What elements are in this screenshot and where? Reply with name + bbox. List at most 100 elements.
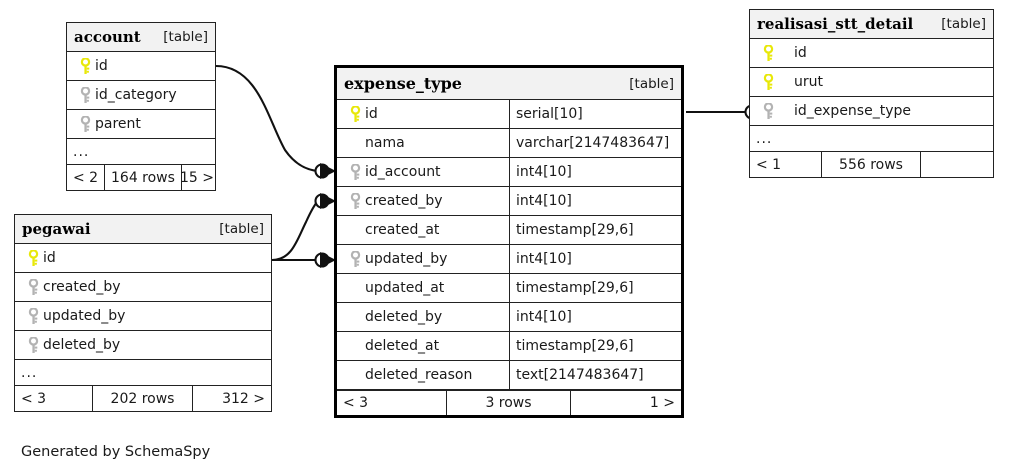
column-name: nama <box>365 135 405 151</box>
column-name: created_by <box>365 193 443 209</box>
column-row[interactable]: created_by <box>15 273 271 302</box>
column-name: deleted_by <box>43 337 121 353</box>
column-name-cell: id <box>750 39 993 67</box>
column-name-cell: deleted_reason <box>337 361 509 389</box>
column-name-cell: nama <box>337 129 509 157</box>
table-expense-type-header: expense_type [table] <box>337 68 681 100</box>
column-name: id <box>43 250 56 266</box>
column-type-cell: int4[10] <box>509 245 681 273</box>
column-name: id_category <box>95 87 177 103</box>
footer-parents-count[interactable]: < 2 <box>67 165 105 190</box>
table-account[interactable]: account [table] id id_category <box>66 22 216 191</box>
foreign-key-icon <box>23 278 43 296</box>
footer-children-count[interactable] <box>921 152 993 177</box>
primary-key-icon <box>345 105 365 123</box>
table-realisasi-stt-detail[interactable]: realisasi_stt_detail [table] id urut <box>749 9 994 178</box>
footer-row-count: 164 rows <box>105 165 182 190</box>
column-row[interactable]: id <box>15 244 271 273</box>
primary-key-icon <box>758 44 778 62</box>
table-account-header: account [table] <box>67 23 215 52</box>
footer-children-count[interactable]: 312 > <box>222 390 265 407</box>
column-row[interactable]: updated_by int4[10] <box>337 245 681 274</box>
column-type-cell: varchar[2147483647] <box>509 129 681 157</box>
footer-parents-count[interactable]: < 3 <box>15 386 93 411</box>
table-pegawai-header: pegawai [table] <box>15 215 271 244</box>
column-row[interactable]: id serial[10] <box>337 100 681 129</box>
column-type-cell: text[2147483647] <box>509 361 681 389</box>
column-row[interactable]: created_at timestamp[29,6] <box>337 216 681 245</box>
foreign-key-icon <box>345 250 365 268</box>
column-name: id <box>794 45 807 61</box>
column-type-cell: timestamp[29,6] <box>509 332 681 360</box>
column-name-cell: id <box>15 244 271 272</box>
column-row[interactable]: updated_at timestamp[29,6] <box>337 274 681 303</box>
column-name: updated_by <box>43 308 126 324</box>
column-name-cell: created_by <box>337 187 509 215</box>
edge-optional-marker <box>314 163 330 179</box>
table-realisasi-stt-detail-footer: < 1 556 rows <box>750 152 993 177</box>
column-name-cell: id_category <box>67 81 215 109</box>
footer-parents-count[interactable]: < 3 <box>337 391 447 415</box>
column-row[interactable]: id <box>67 52 215 81</box>
column-row[interactable]: deleted_by int4[10] <box>337 303 681 332</box>
foreign-key-icon <box>75 86 95 104</box>
edge-optional-marker <box>314 193 330 209</box>
primary-key-icon <box>23 249 43 267</box>
column-name: updated_by <box>365 251 448 267</box>
table-account-footer: < 2 164 rows 15 > <box>67 165 215 190</box>
table-pegawai-kind: [table] <box>219 221 264 237</box>
footer-row-count: 202 rows <box>93 386 193 411</box>
foreign-key-icon <box>345 192 365 210</box>
column-name: urut <box>794 74 823 90</box>
table-realisasi-stt-detail-title: realisasi_stt_detail <box>757 15 914 33</box>
foreign-key-icon <box>23 336 43 354</box>
column-row[interactable]: deleted_reason text[2147483647] <box>337 361 681 390</box>
more-columns-indicator: ... <box>15 360 271 386</box>
edge-optional-marker <box>314 252 330 268</box>
column-row[interactable]: parent <box>67 110 215 139</box>
column-row[interactable]: updated_by <box>15 302 271 331</box>
column-name-cell: id_expense_type <box>750 97 993 125</box>
column-name-cell: id <box>337 100 509 128</box>
column-row[interactable]: urut <box>750 68 993 97</box>
footer-parents-count[interactable]: < 1 <box>750 152 822 177</box>
column-row[interactable]: id_expense_type <box>750 97 993 126</box>
column-name: deleted_at <box>365 338 440 354</box>
column-row[interactable]: id_account int4[10] <box>337 158 681 187</box>
column-row[interactable]: created_by int4[10] <box>337 187 681 216</box>
more-columns-indicator: ... <box>67 139 215 165</box>
table-expense-type[interactable]: expense_type [table] id serial[10] nama … <box>334 65 684 418</box>
column-type-cell: int4[10] <box>509 158 681 186</box>
column-name: deleted_by <box>365 309 443 325</box>
table-realisasi-stt-detail-kind: [table] <box>941 16 986 32</box>
column-name: deleted_reason <box>365 367 473 383</box>
footer-children-count[interactable]: 1 > <box>649 395 675 411</box>
foreign-key-icon <box>23 307 43 325</box>
column-name-cell: id_account <box>337 158 509 186</box>
column-row[interactable]: id <box>750 39 993 68</box>
column-name: id_expense_type <box>794 103 911 119</box>
footer-row-count: 556 rows <box>822 152 921 177</box>
column-name: id <box>95 58 108 74</box>
column-name: id <box>365 106 378 122</box>
column-name-cell: deleted_at <box>337 332 509 360</box>
foreign-key-icon <box>758 102 778 120</box>
column-name: id_account <box>365 164 441 180</box>
column-name: parent <box>95 116 141 132</box>
footer-children-count[interactable]: 15 > <box>179 169 214 186</box>
column-row[interactable]: deleted_at timestamp[29,6] <box>337 332 681 361</box>
column-type-cell: serial[10] <box>509 100 681 128</box>
column-name-cell: updated_at <box>337 274 509 302</box>
column-name-cell: created_by <box>15 273 271 301</box>
table-pegawai[interactable]: pegawai [table] id created_by <box>14 214 272 412</box>
edge-pegawai-to-expense-type-created-by <box>271 200 319 262</box>
column-name: updated_at <box>365 280 445 296</box>
column-row[interactable]: deleted_by <box>15 331 271 360</box>
column-type-cell: int4[10] <box>509 303 681 331</box>
column-row[interactable]: nama varchar[2147483647] <box>337 129 681 158</box>
column-row[interactable]: id_category <box>67 81 215 110</box>
column-type-cell: int4[10] <box>509 187 681 215</box>
column-name-cell: deleted_by <box>15 331 271 359</box>
column-name-cell: updated_by <box>15 302 271 330</box>
